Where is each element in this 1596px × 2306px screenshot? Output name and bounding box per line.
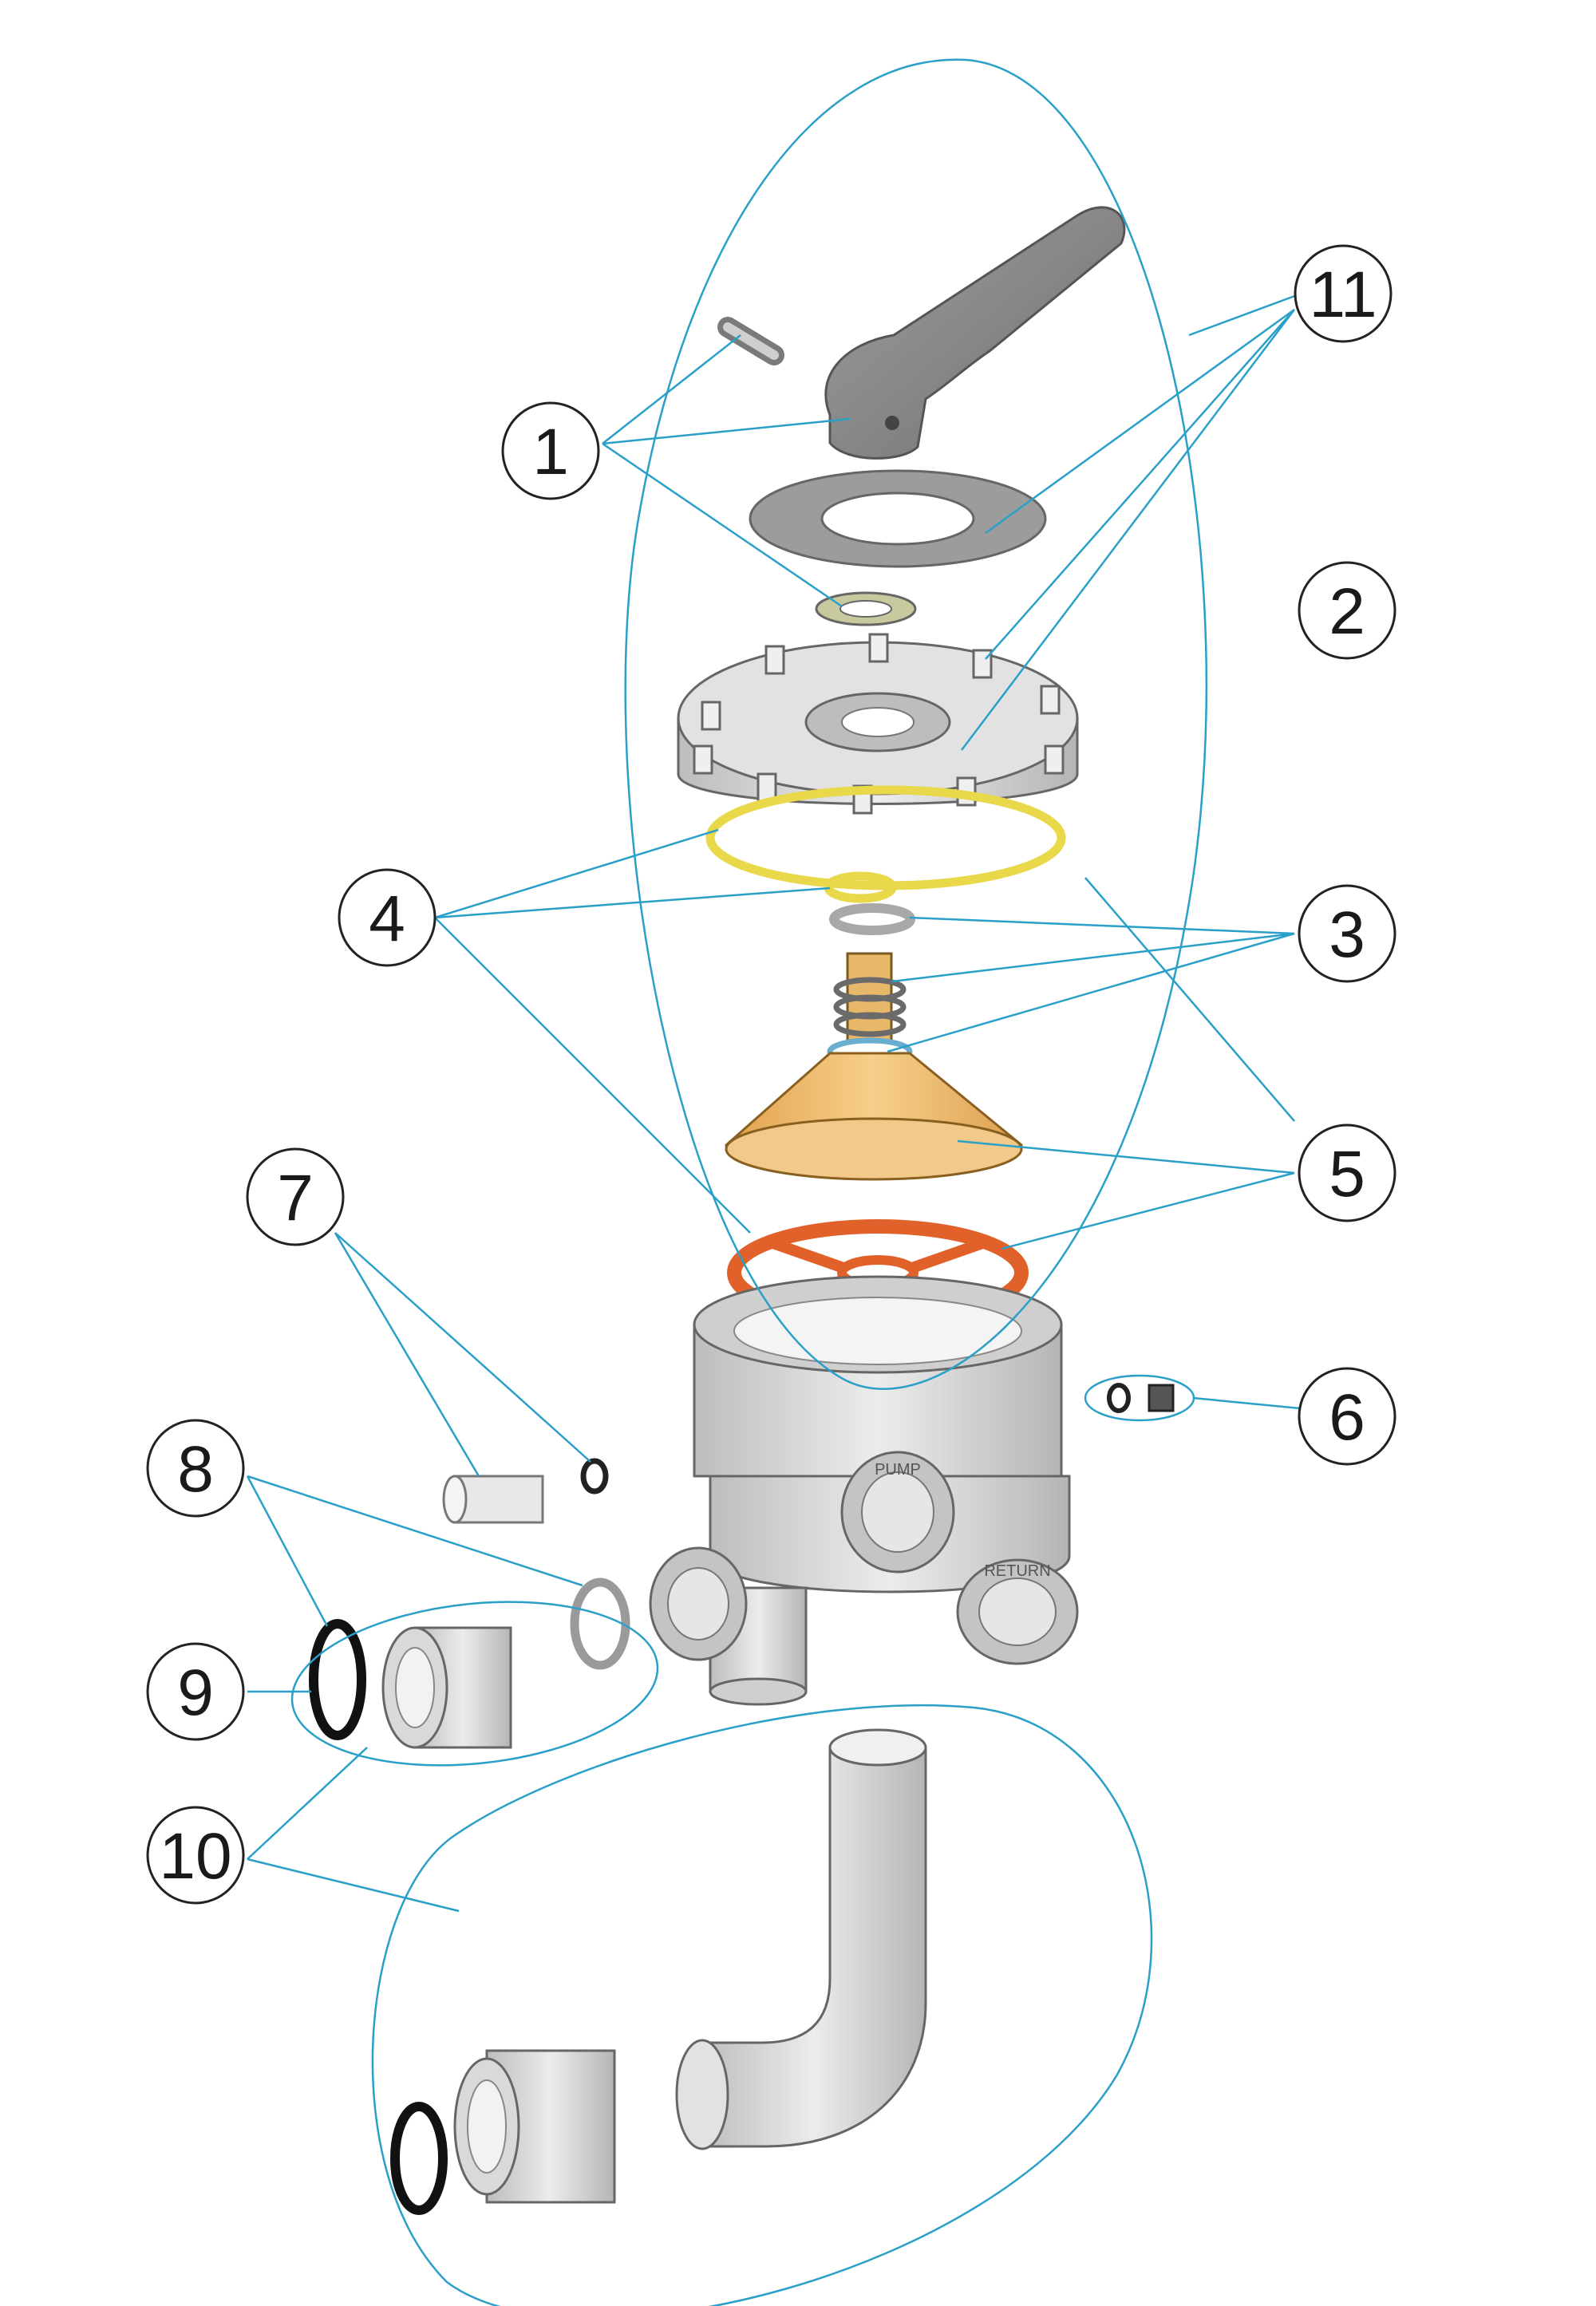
part-union-lower: [390, 2049, 616, 2215]
small-washer-grey: [829, 903, 915, 935]
part-handle: [717, 206, 1126, 460]
callout-2-label: 2: [1329, 575, 1365, 648]
callout-7: 7: [246, 1147, 345, 1246]
side-port-left: [649, 1546, 748, 1661]
part-drain-plug: [1107, 1383, 1175, 1413]
part-rotor: [725, 952, 1023, 1181]
outline-group-11: [624, 58, 1207, 1390]
return-port: RETURN: [956, 1558, 1079, 1665]
union-grey-gasket: [570, 1577, 630, 1670]
callout-4-label: 4: [369, 883, 405, 955]
callout-8: 8: [146, 1419, 245, 1518]
part-elbow-pipe: [675, 1728, 927, 2150]
part-valve-body: PUMP RETURN: [649, 1275, 1079, 1706]
callout-9: 9: [146, 1642, 245, 1741]
outline-elbow-group: [371, 1704, 1153, 2306]
lower-black-ring: [390, 2102, 448, 2215]
callout-8-label: 8: [177, 1433, 214, 1506]
group-outlines: [290, 58, 1207, 2306]
union-black-ring: [309, 1619, 366, 1740]
callout-10-label: 10: [159, 1820, 231, 1893]
callout-11-label: 11: [1309, 259, 1377, 331]
part-gaskets-top: [749, 469, 1047, 626]
callout-10: 10: [146, 1806, 245, 1905]
handle-hole: [885, 416, 899, 430]
leader-lines: [246, 294, 1341, 1913]
callout-2: 2: [1298, 561, 1396, 660]
callout-11: 11: [1294, 244, 1393, 343]
part-orings: [705, 785, 1066, 935]
return-label: RETURN: [984, 1562, 1050, 1580]
callout-4: 4: [338, 868, 437, 967]
outline-union-group: [290, 1601, 659, 1767]
callout-7-label: 7: [277, 1162, 314, 1234]
rotor-spring: [833, 977, 907, 1037]
callout-3-label: 3: [1329, 898, 1365, 971]
callout-5-label: 5: [1329, 1138, 1365, 1210]
callout-6-label: 6: [1329, 1381, 1365, 1454]
callout-6: 6: [1298, 1367, 1396, 1466]
callouts: 1 2 3 4 5 6 7 8: [146, 244, 1396, 1905]
outline-drain-plug: [1084, 1374, 1195, 1422]
callout-3: 3: [1298, 884, 1396, 983]
callout-5: 5: [1298, 1123, 1396, 1222]
callout-1-label: 1: [532, 416, 569, 488]
callout-1: 1: [501, 401, 600, 500]
handle-lever: [824, 206, 1126, 460]
pump-port: PUMP: [840, 1451, 955, 1574]
part-cover: [677, 633, 1079, 815]
cover-o-ring: [705, 785, 1066, 890]
callout-9-label: 9: [177, 1656, 214, 1729]
part-adapter: [442, 1458, 609, 1524]
pump-label: PUMP: [875, 1461, 921, 1479]
adapter-o-ring: [580, 1458, 609, 1495]
part-union-upper: [309, 1577, 630, 1749]
handle-pin: [717, 317, 784, 365]
